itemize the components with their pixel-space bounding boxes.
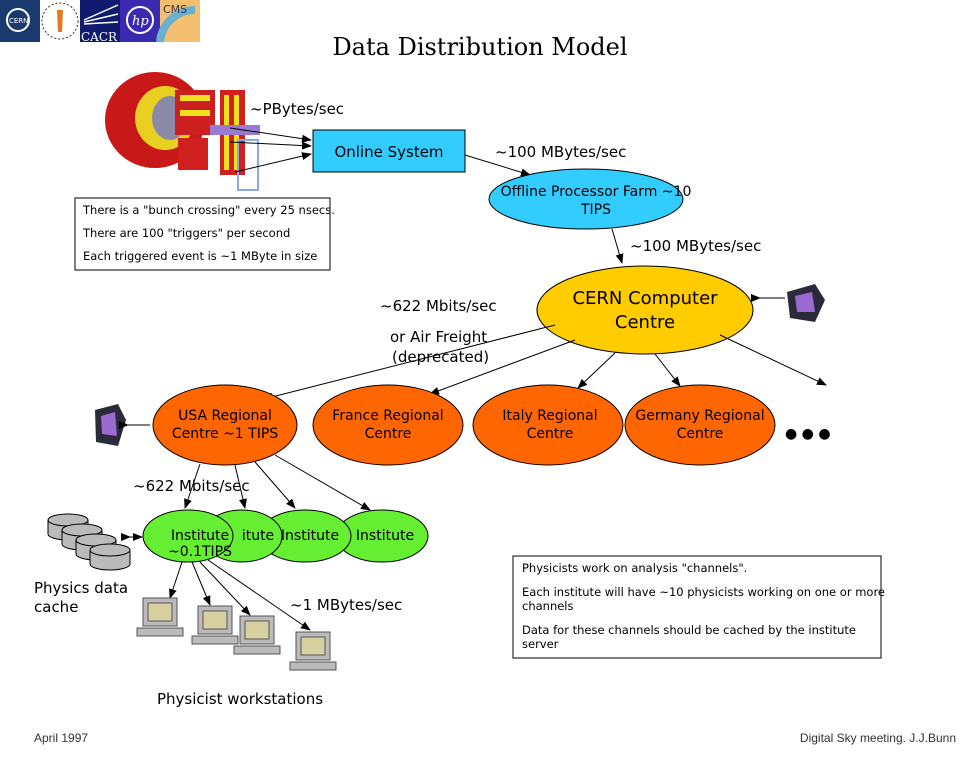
svg-text:Italy Regional: Italy Regional — [502, 408, 597, 424]
workstations-label: Physicist workstations — [157, 690, 323, 708]
svg-text:Centre: Centre — [615, 312, 675, 333]
supercomputer-icon — [751, 284, 825, 322]
caltech-seal-logo — [40, 0, 80, 42]
svg-text:There are 100 "triggers" per s: There are 100 "triggers" per second — [82, 226, 290, 240]
regional-centre-italy: Italy Regional Centre — [472, 384, 624, 466]
regional-to-institute-rate: ~622 Mbits/sec — [133, 477, 250, 495]
svg-text:Centre: Centre — [365, 426, 412, 442]
offline-processor-farm: Offline Processor Farm ~10 TIPS — [488, 168, 692, 230]
cern-to-regional-rate: ~622 Mbits/sec — [380, 297, 497, 315]
svg-text:Institute: Institute — [356, 528, 414, 544]
svg-text:There is a "bunch crossing" ev: There is a "bunch crossing" every 25 nse… — [82, 203, 335, 217]
svg-text:TIPS: TIPS — [580, 202, 611, 218]
page-title: Data Distribution Model — [332, 33, 627, 61]
cern-logo: CERN — [0, 0, 40, 42]
svg-text:Offline Processor Farm ~10: Offline Processor Farm ~10 — [501, 184, 692, 200]
air-freight-label: or Air Freight — [390, 328, 487, 346]
svg-text:CERN Computer: CERN Computer — [572, 288, 718, 309]
svg-text:Physicists work on analysis "c: Physicists work on analysis "channels". — [522, 561, 747, 575]
usa-supercomputer-icon — [95, 404, 150, 446]
svg-text:Data for these channels should: Data for these channels should be cached… — [522, 623, 856, 637]
note-box-physicists: Physicists work on analysis "channels". … — [512, 555, 885, 659]
svg-text:Each institute will have ~10 p: Each institute will have ~10 physicists … — [522, 585, 885, 599]
svg-text:France Regional: France Regional — [332, 408, 443, 424]
cacr-logo: CACR — [80, 0, 120, 44]
svg-text:~0.1TIPS: ~0.1TIPS — [168, 544, 232, 560]
svg-text:Centre: Centre — [527, 426, 574, 442]
regional-centre-france: France Regional Centre — [312, 384, 464, 466]
svg-text:CERN: CERN — [9, 17, 28, 25]
svg-text:Centre: Centre — [677, 426, 724, 442]
cms-logo: CMS — [156, 0, 200, 43]
svg-text:Institute: Institute — [171, 528, 229, 544]
svg-text:Institute: Institute — [281, 528, 339, 544]
deprecated-label: (deprecated) — [392, 348, 489, 366]
footer-date: April 1997 — [34, 731, 88, 745]
cache-label-line2: cache — [34, 598, 78, 616]
workstation-rate: ~1 MBytes/sec — [290, 596, 402, 614]
hp-logo: hp — [120, 0, 160, 42]
institute-3: Institute — [258, 509, 352, 563]
regional-centre-germany: Germany Regional Centre — [624, 384, 776, 466]
svg-text:Centre ~1 TIPS: Centre ~1 TIPS — [172, 426, 278, 442]
svg-text:hp: hp — [132, 14, 149, 29]
svg-text:channels: channels — [522, 599, 574, 613]
svg-text:Each triggered event is ~1 MBy: Each triggered event is ~1 MByte in size — [83, 249, 317, 263]
more-centres-indicator: ● ● ● — [785, 426, 831, 442]
footer-credit: Digital Sky meeting. J.J.Bunn — [800, 731, 956, 745]
physics-data-cache-disks — [47, 513, 131, 571]
regional-centre-usa: USA Regional Centre ~1 TIPS — [152, 384, 298, 466]
svg-text:itute: itute — [242, 528, 274, 544]
online-system-box: Online System — [312, 129, 466, 173]
svg-text:Online System: Online System — [334, 143, 443, 161]
offline-to-cern-rate: ~100 MBytes/sec — [630, 237, 761, 255]
note-box-detector: There is a "bunch crossing" every 25 nse… — [74, 197, 335, 271]
svg-text:CACR: CACR — [81, 30, 118, 44]
cache-label-line1: Physics data — [34, 579, 128, 597]
cms-detector-image — [105, 72, 260, 191]
svg-text:USA Regional: USA Regional — [178, 408, 272, 424]
institute-4: Institute — [335, 509, 429, 563]
svg-text:CMS: CMS — [163, 3, 187, 16]
svg-text:server: server — [522, 637, 559, 651]
svg-text:Germany Regional: Germany Regional — [635, 408, 764, 424]
cern-computer-centre: CERN Computer Centre — [536, 265, 754, 355]
online-to-offline-rate: ~100 MBytes/sec — [495, 143, 626, 161]
physicist-workstations — [136, 597, 337, 671]
detector-rate-label: ~PBytes/sec — [250, 100, 344, 118]
logo-strip: CERN CACR hp CMS — [0, 0, 200, 44]
institute-1: Institute ~0.1TIPS — [142, 509, 234, 563]
